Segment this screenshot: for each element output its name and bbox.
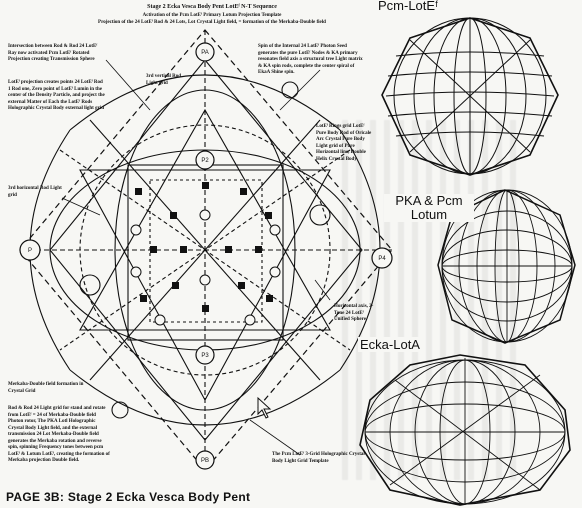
node-open-circle: [155, 315, 165, 325]
globe-pcm-lote: [382, 18, 558, 175]
node-square: [255, 246, 262, 253]
node-square: [240, 188, 247, 195]
node-square: [202, 305, 209, 312]
node-open-circle: [270, 267, 280, 277]
node-label-right: P4: [378, 256, 386, 262]
node-label-top: PA: [201, 50, 209, 56]
node-label-bottom: PB: [201, 458, 209, 464]
leader-line: [106, 60, 150, 110]
node-square: [150, 246, 157, 253]
node-label-upper: P2: [201, 158, 209, 164]
node-open-circle: [270, 225, 280, 235]
node-open-circle: [200, 275, 210, 285]
node-square: [170, 212, 177, 219]
page-tag: PAGE 3B: Stage 2 Ecka Vesca Body Pent: [6, 490, 250, 504]
label-pka-line-2: Lotum: [384, 208, 474, 222]
label-pcm-lote: Pcm-LotEᶠ: [376, 0, 440, 13]
petal-circle-1: [282, 82, 298, 98]
label-pka-pcm-lotum: PKA & Pcm Lotum: [384, 194, 474, 222]
label-pka-line-1: PKA & Pcm: [384, 194, 474, 208]
node-square: [225, 246, 232, 253]
pointer-icon: [258, 398, 270, 418]
node-label-left: P: [28, 248, 32, 254]
node-square: [180, 246, 187, 253]
globe-ecka-lota: [360, 355, 570, 505]
node-square: [265, 212, 272, 219]
node-square: [140, 295, 147, 302]
label-ecka-lota: Ecka-LotA: [358, 337, 422, 352]
node-label-lower: P3: [201, 353, 209, 359]
node-open-circle: [131, 225, 141, 235]
petal-circle-2: [112, 402, 128, 418]
node-open-circle: [131, 267, 141, 277]
leader-line: [280, 70, 320, 110]
node-square: [172, 282, 179, 289]
petal-circle-4: [80, 275, 100, 295]
petal-circle-3: [310, 205, 330, 225]
node-open-circle: [245, 315, 255, 325]
node-square: [202, 182, 209, 189]
node-square: [266, 295, 273, 302]
node-square: [238, 282, 245, 289]
leader-line: [250, 420, 300, 455]
node-open-circle: [200, 210, 210, 220]
node-square: [135, 188, 142, 195]
